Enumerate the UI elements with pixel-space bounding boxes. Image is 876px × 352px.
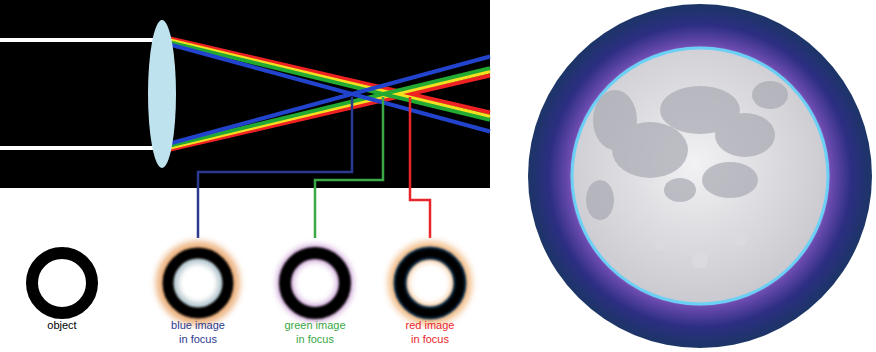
image-caption: green image in focus <box>275 318 355 346</box>
incoming-beams <box>0 40 160 148</box>
image-caption: blue image in focus <box>158 318 238 346</box>
red-focus-ring <box>398 251 462 315</box>
blue-focus-ring <box>166 251 230 315</box>
object-ring <box>32 253 92 313</box>
moon-photo <box>572 48 828 304</box>
image-caption: red image in focus <box>390 318 470 346</box>
dark-panel <box>0 0 490 188</box>
color-fringe-halo <box>528 4 872 348</box>
image-caption: object <box>22 318 102 332</box>
focus-leaders <box>198 97 430 238</box>
dispersed-rays <box>168 38 490 150</box>
green-focus-ring <box>285 253 345 313</box>
convex-lens <box>148 20 176 168</box>
